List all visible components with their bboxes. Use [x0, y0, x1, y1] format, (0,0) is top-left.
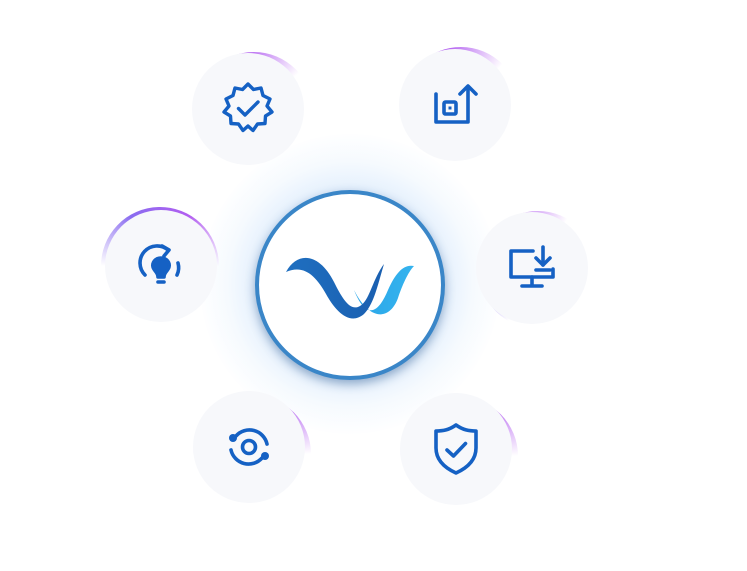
satellite-verified — [192, 52, 313, 170]
brand-wave-logo-icon — [280, 250, 420, 320]
satellite-disc — [400, 393, 512, 505]
satellite-security — [400, 393, 518, 515]
satellite-idea — [91, 197, 229, 335]
orbit-sync-icon — [220, 418, 278, 476]
center-logo — [255, 190, 445, 380]
satellite-disc — [105, 210, 217, 322]
satellite-orbit — [193, 391, 311, 513]
lightbulb-refresh-icon — [132, 237, 190, 295]
satellite-download — [476, 211, 597, 329]
satellite-disc — [476, 212, 588, 324]
verified-badge-icon — [219, 80, 277, 138]
satellite-disc — [193, 391, 305, 503]
monitor-download-icon — [503, 239, 561, 297]
satellite-disc — [192, 53, 304, 165]
satellite-disc — [399, 49, 511, 161]
upload-box-icon — [426, 76, 484, 134]
satellite-upload — [399, 47, 520, 165]
shield-check-icon — [427, 420, 485, 478]
